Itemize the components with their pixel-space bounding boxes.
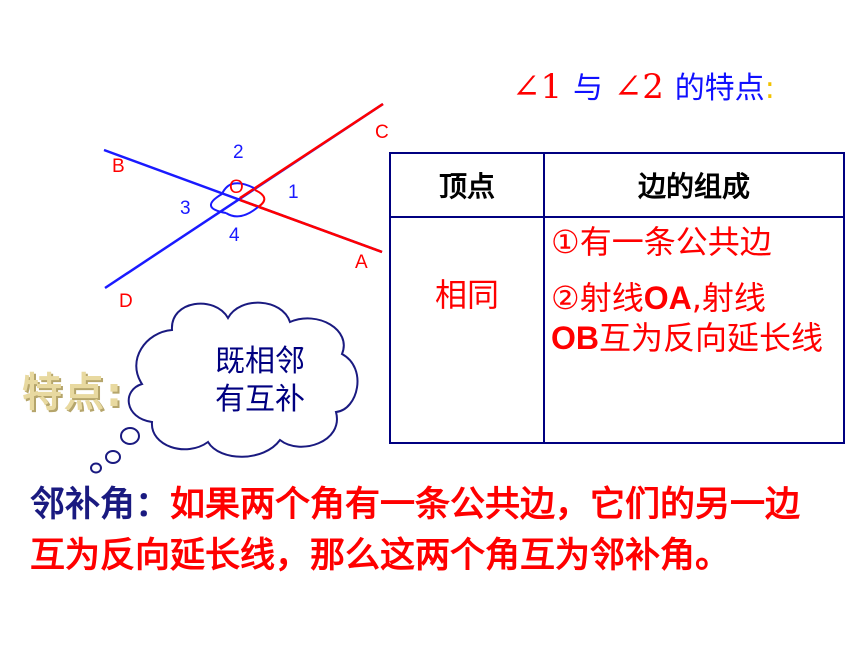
label-angle-3: 3 xyxy=(180,198,191,219)
ray-oa xyxy=(239,198,383,254)
side-item-2: ②射线OA,射线 OB互为反向延长线 xyxy=(551,278,843,358)
angle-4-arc xyxy=(225,206,259,218)
bubble-text: 既相邻 有互补 xyxy=(200,343,320,419)
angle-1-symbol: ∠1 xyxy=(512,67,563,107)
ray-oa-label: OA xyxy=(643,280,692,316)
angle-1-arc xyxy=(254,189,266,208)
table-row: 相同 ①有一条公共边 ②射线OA,射线 OB互为反向延长线 xyxy=(389,216,845,444)
bubble-dot-medium xyxy=(105,450,121,464)
side-item-2-suffix: 互为反向延长线 xyxy=(599,319,824,357)
label-point-o: O xyxy=(229,177,244,198)
thought-bubble xyxy=(90,301,359,474)
vertex-value: 相同 xyxy=(389,216,545,444)
feature-label: 特点: xyxy=(22,370,124,416)
title-colon: : xyxy=(764,71,775,106)
angle-2-arc xyxy=(221,182,255,195)
table-header-row: 顶点 边的组成 xyxy=(389,152,845,218)
angle-3-arc xyxy=(210,193,227,214)
label-point-a: A xyxy=(355,252,368,273)
bubble-dot-large xyxy=(120,427,140,445)
title-suffix: 的特点 xyxy=(674,71,765,106)
label-angle-4: 4 xyxy=(229,225,240,246)
definition-term: 邻补角： xyxy=(30,485,171,525)
definition-text: 如果两个角有一条公共边，它们的另一边互为反向延长线，那么这两个角互为邻补角。 xyxy=(30,485,801,576)
ray-oc xyxy=(239,102,384,200)
bubble-cloud xyxy=(127,301,359,458)
header-sides: 边的组成 xyxy=(543,152,845,218)
side-item-2-prefix: ②射线 xyxy=(551,279,644,317)
label-point-c: C xyxy=(375,122,389,143)
label-point-b: B xyxy=(112,156,125,177)
side-item-2-mid: ,射线 xyxy=(691,279,766,317)
properties-table: 顶点 边的组成 相同 ①有一条公共边 ②射线OA,射线 OB互为反向延长线 xyxy=(389,152,845,444)
bubble-line-2: 有互补 xyxy=(215,382,305,417)
label-angle-1: 1 xyxy=(288,182,299,203)
label-point-d: D xyxy=(119,291,133,312)
title-connector: 与 xyxy=(572,71,603,106)
slide-title: ∠1 与 ∠2 的特点: xyxy=(512,62,775,112)
label-angle-2: 2 xyxy=(233,142,244,163)
ray-ob-label: OB xyxy=(551,320,599,356)
header-vertex: 顶点 xyxy=(389,152,545,218)
angle-2-symbol: ∠2 xyxy=(613,67,664,107)
sides-description: ①有一条公共边 ②射线OA,射线 OB互为反向延长线 xyxy=(543,216,845,444)
bubble-line-1: 既相邻 xyxy=(215,344,305,379)
bubble-dot-small xyxy=(90,462,102,474)
side-item-1: ①有一条公共边 xyxy=(551,223,772,261)
definition-paragraph: 邻补角：如果两个角有一条公共边，它们的另一边互为反向延长线，那么这两个角互为邻补… xyxy=(30,480,830,582)
